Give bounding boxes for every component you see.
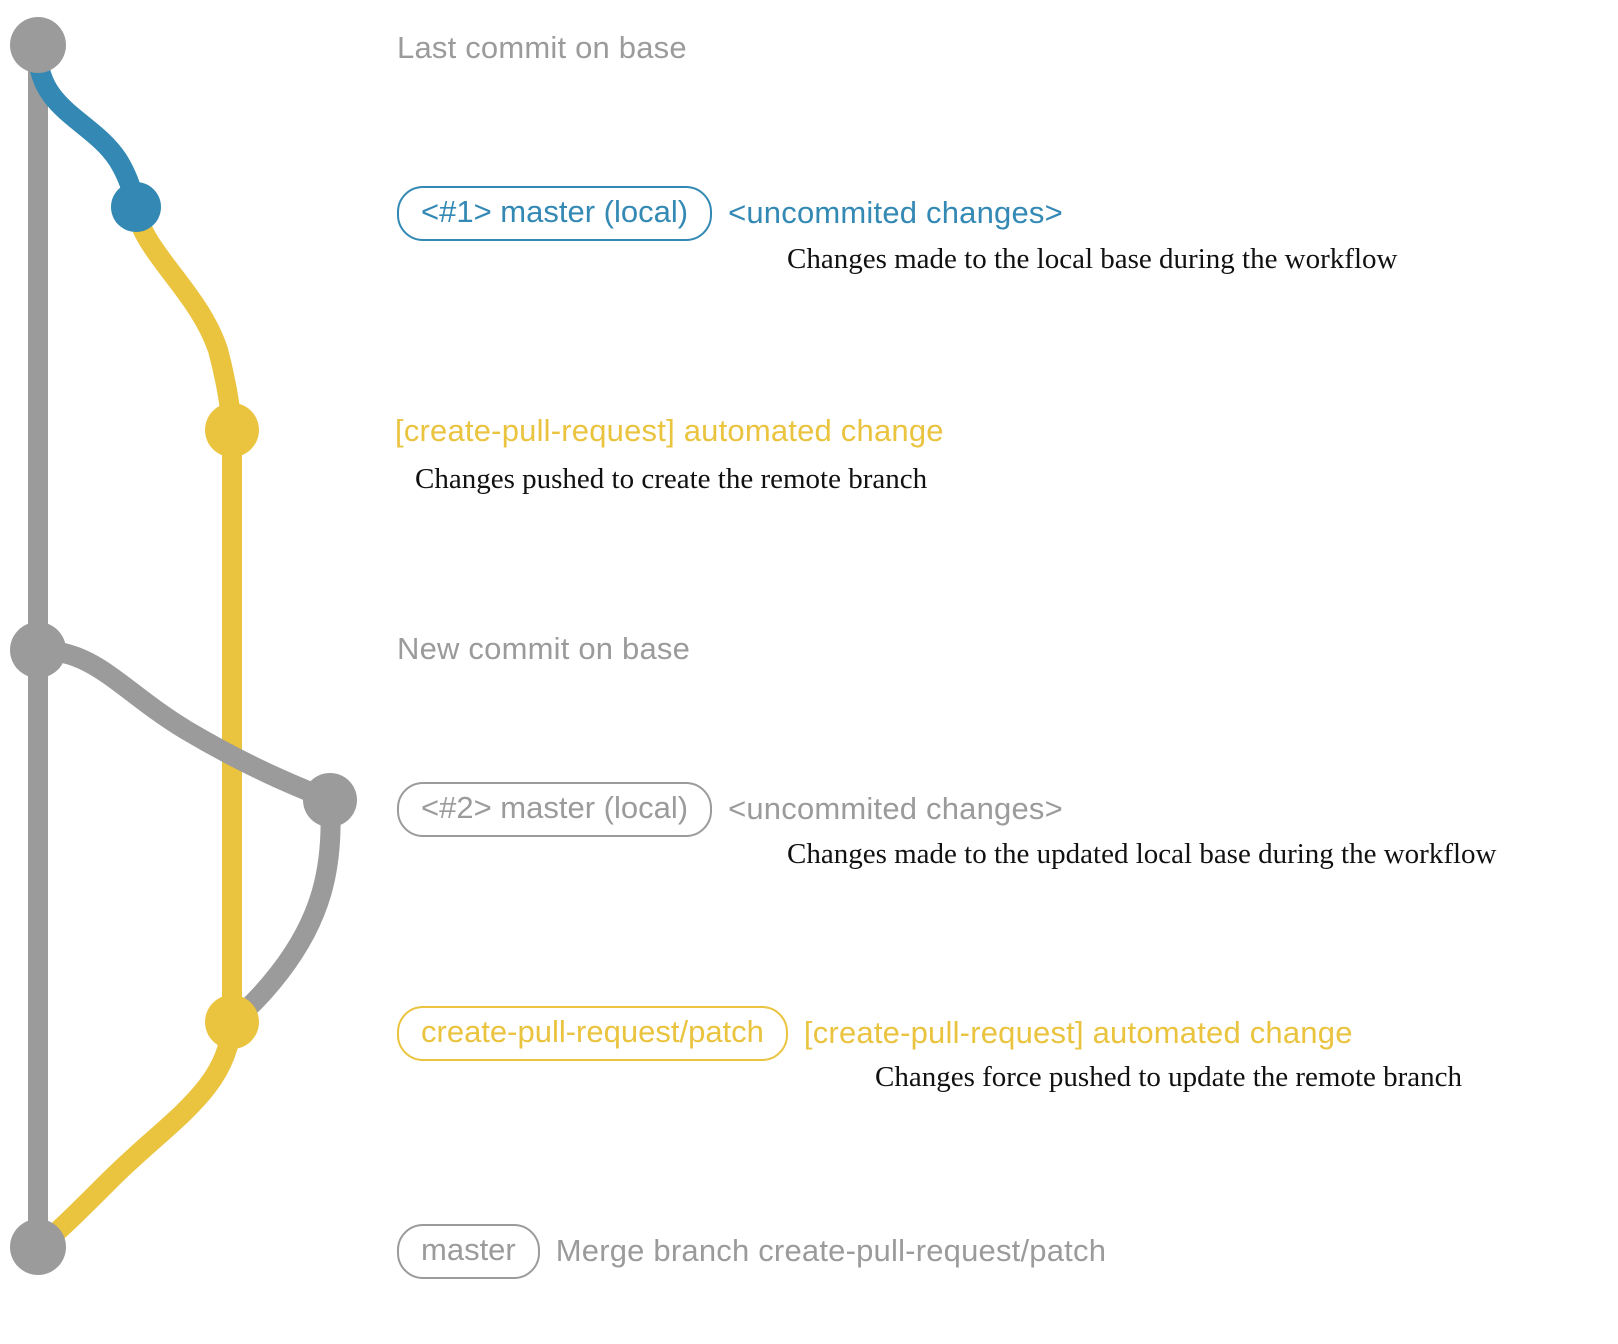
commit-subject-automated-change-2: [create-pull-request] automated change bbox=[803, 1015, 1353, 1051]
commit-row-master-local-1: <#1> master (local) <uncommited changes> bbox=[397, 186, 1063, 241]
ref-badge-master-local-1[interactable]: <#1> master (local) bbox=[397, 186, 713, 241]
commit-subject-master-local-1: <uncommited changes> bbox=[728, 195, 1063, 231]
commit-row-new-commit-on-base: New commit on base bbox=[397, 631, 690, 667]
ref-badge-master-local-2[interactable]: <#2> master (local) bbox=[397, 782, 713, 837]
commit-description-automated-change-2: Changes force pushed to update the remot… bbox=[875, 1061, 1463, 1093]
commit-subject-merge-commit: Merge branch create-pull-request/patch bbox=[555, 1233, 1107, 1269]
commit-subject-automated-change-1: [create-pull-request] automated change bbox=[395, 413, 944, 448]
commit-row-last-commit-on-base: Last commit on base bbox=[397, 30, 687, 66]
commit-subject-new-commit-on-base: New commit on base bbox=[397, 631, 691, 666]
commit-row-automated-change-1: [create-pull-request] automated change bbox=[395, 413, 944, 449]
commit-description-master-local-2: Changes made to the updated local base d… bbox=[787, 838, 1497, 870]
commit-row-merge-commit: master Merge branch create-pull-request/… bbox=[397, 1224, 1106, 1279]
ref-badge-master[interactable]: master bbox=[397, 1224, 540, 1279]
commit-description-automated-change-1: Changes pushed to create the remote bran… bbox=[415, 463, 928, 495]
commit-subject-master-local-2: <uncommited changes> bbox=[728, 791, 1063, 827]
commit-row-master-local-2: <#2> master (local) <uncommited changes> bbox=[397, 782, 1063, 837]
commit-row-automated-change-2: create-pull-request/patch [create-pull-r… bbox=[397, 1006, 1353, 1061]
ref-badge-create-pull-request-patch[interactable]: create-pull-request/patch bbox=[397, 1006, 788, 1061]
commit-description-master-local-1: Changes made to the local base during th… bbox=[787, 243, 1398, 275]
commit-subject-last-commit-on-base: Last commit on base bbox=[397, 30, 687, 65]
